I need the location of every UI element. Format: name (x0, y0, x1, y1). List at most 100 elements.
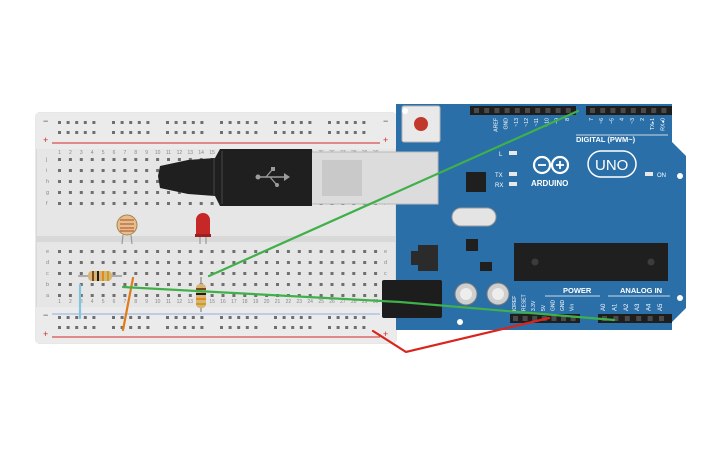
terminal-hole[interactable] (363, 294, 367, 297)
terminal-hole[interactable] (243, 283, 247, 286)
rail-hole[interactable] (120, 121, 124, 124)
rail-hole[interactable] (220, 326, 223, 329)
terminal-hole[interactable] (145, 272, 149, 275)
terminal-hole[interactable] (156, 294, 160, 297)
rail-hole[interactable] (245, 131, 249, 134)
terminal-hole[interactable] (167, 261, 170, 264)
rail-hole[interactable] (129, 131, 133, 134)
terminal-hole[interactable] (297, 250, 301, 253)
terminal-hole[interactable] (58, 272, 61, 275)
rail-hole[interactable] (120, 316, 124, 319)
terminal-hole[interactable] (374, 250, 378, 253)
usb-cable[interactable] (158, 149, 439, 206)
terminal-hole[interactable] (243, 272, 247, 275)
terminal-hole[interactable] (68, 158, 72, 161)
rail-hole[interactable] (245, 326, 249, 329)
rail-hole[interactable] (112, 131, 115, 134)
terminal-hole[interactable] (58, 169, 61, 172)
rail-hole[interactable] (362, 316, 366, 319)
terminal-hole[interactable] (90, 202, 94, 205)
terminal-hole[interactable] (101, 180, 105, 183)
rail-hole[interactable] (282, 326, 286, 329)
terminal-hole[interactable] (101, 294, 105, 297)
header-socket[interactable] (636, 316, 642, 321)
terminal-hole[interactable] (177, 191, 181, 194)
rail-hole[interactable] (183, 326, 187, 329)
terminal-hole[interactable] (188, 158, 192, 161)
terminal-hole[interactable] (319, 261, 323, 264)
header-socket[interactable] (630, 108, 636, 113)
terminal-hole[interactable] (254, 283, 258, 286)
rail-hole[interactable] (299, 121, 303, 124)
terminal-hole[interactable] (363, 250, 367, 253)
header-socket[interactable] (474, 108, 479, 113)
rail-hole[interactable] (282, 316, 286, 319)
rail-hole[interactable] (237, 131, 241, 134)
rail-hole[interactable] (129, 121, 133, 124)
terminal-hole[interactable] (145, 169, 149, 172)
terminal-hole[interactable] (297, 261, 301, 264)
rail-hole[interactable] (183, 131, 187, 134)
rail-hole[interactable] (174, 121, 178, 124)
terminal-hole[interactable] (58, 191, 61, 194)
rail-hole[interactable] (200, 326, 204, 329)
terminal-hole[interactable] (90, 283, 94, 286)
terminal-hole[interactable] (308, 283, 312, 286)
terminal-hole[interactable] (156, 261, 160, 264)
rail-hole[interactable] (345, 316, 349, 319)
terminal-hole[interactable] (156, 180, 160, 183)
header-socket[interactable] (504, 108, 510, 113)
rail-hole[interactable] (166, 131, 169, 134)
terminal-hole[interactable] (145, 250, 149, 253)
terminal-hole[interactable] (199, 202, 203, 205)
terminal-hole[interactable] (112, 283, 116, 286)
rail-hole[interactable] (66, 131, 70, 134)
rail-hole[interactable] (254, 131, 258, 134)
terminal-hole[interactable] (156, 191, 160, 194)
rail-hole[interactable] (237, 121, 241, 124)
header-socket[interactable] (532, 316, 538, 321)
terminal-hole[interactable] (134, 261, 138, 264)
rail-hole[interactable] (166, 316, 169, 319)
rail-hole[interactable] (274, 326, 277, 329)
rail-hole[interactable] (200, 316, 204, 319)
terminal-hole[interactable] (68, 180, 72, 183)
terminal-hole[interactable] (254, 250, 258, 253)
terminal-hole[interactable] (297, 272, 301, 275)
terminal-hole[interactable] (341, 294, 345, 297)
terminal-hole[interactable] (188, 272, 192, 275)
rail-hole[interactable] (166, 121, 169, 124)
terminal-hole[interactable] (319, 294, 323, 297)
rail-hole[interactable] (200, 131, 204, 134)
rail-hole[interactable] (120, 326, 124, 329)
terminal-hole[interactable] (199, 272, 203, 275)
terminal-hole[interactable] (112, 294, 116, 297)
terminal-hole[interactable] (308, 261, 312, 264)
header-socket[interactable] (484, 108, 490, 113)
terminal-hole[interactable] (341, 272, 345, 275)
wire-green-analog[interactable] (121, 285, 616, 322)
header-socket[interactable] (613, 316, 619, 321)
rail-hole[interactable] (200, 121, 204, 124)
terminal-hole[interactable] (177, 202, 181, 205)
terminal-hole[interactable] (123, 158, 127, 161)
header-socket[interactable] (525, 108, 530, 113)
rail-hole[interactable] (353, 316, 357, 319)
rail-hole[interactable] (282, 131, 286, 134)
rail-hole[interactable] (66, 316, 70, 319)
header-socket[interactable] (651, 108, 657, 113)
rail-hole[interactable] (183, 316, 187, 319)
header-socket[interactable] (555, 108, 561, 113)
terminal-hole[interactable] (374, 261, 378, 264)
terminal-hole[interactable] (90, 250, 94, 253)
header-socket[interactable] (624, 316, 630, 321)
terminal-hole[interactable] (210, 250, 214, 253)
header-socket[interactable] (647, 316, 653, 321)
rail-hole[interactable] (237, 316, 241, 319)
terminal-hole[interactable] (123, 261, 127, 264)
terminal-hole[interactable] (167, 250, 170, 253)
rail-hole[interactable] (191, 326, 195, 329)
header-socket[interactable] (620, 108, 626, 113)
terminal-hole[interactable] (112, 169, 116, 172)
terminal-hole[interactable] (145, 202, 149, 205)
